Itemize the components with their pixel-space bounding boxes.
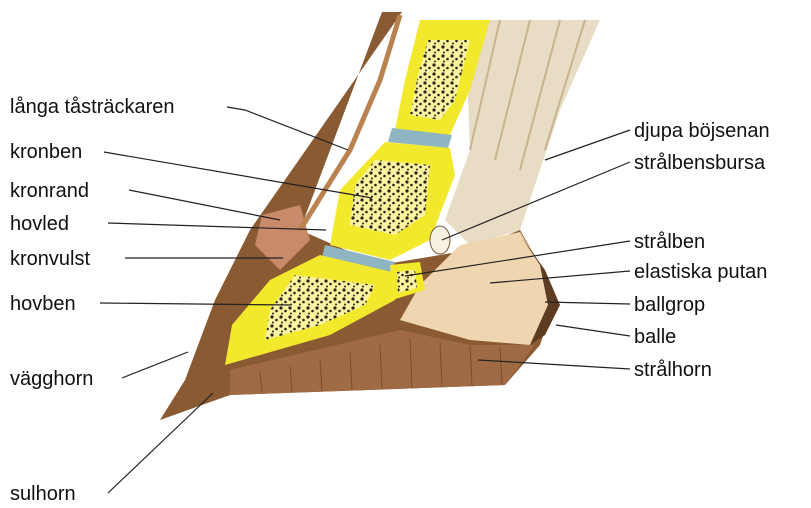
- label-balle: balle: [634, 326, 676, 348]
- label-stralbensbursa: strålbensbursa: [634, 152, 766, 174]
- label-hovled: hovled: [10, 213, 69, 235]
- leader-djupa-bojsenan: [545, 130, 630, 160]
- label-kronvulst: kronvulst: [10, 248, 90, 270]
- leader-vagghorn: [122, 352, 188, 378]
- label-ballgrop: ballgrop: [634, 294, 705, 316]
- label-kronrand: kronrand: [10, 180, 89, 202]
- labels-left: långa tåsträckaren kronben kronrand hovl…: [10, 96, 175, 505]
- leader-kronrand: [129, 190, 280, 220]
- leader-sulhorn: [108, 393, 213, 493]
- hoof-section: [160, 12, 600, 420]
- navicular-bursa: [430, 226, 450, 254]
- leader-balle: [556, 325, 630, 336]
- label-kronben: kronben: [10, 141, 82, 163]
- label-langa-tastrackaren: långa tåsträckaren: [10, 96, 175, 118]
- label-elastiska-putan: elastiska putan: [634, 261, 767, 283]
- label-vagghorn: vägghorn: [10, 368, 93, 390]
- label-stralhorn: strålhorn: [634, 359, 712, 381]
- label-sulhorn: sulhorn: [10, 483, 76, 505]
- labels-right: djupa böjsenan strålbensbursa strålben e…: [634, 120, 770, 381]
- label-stralben: strålben: [634, 231, 705, 253]
- label-hovben: hovben: [10, 293, 76, 315]
- label-djupa-bojsenan: djupa böjsenan: [634, 120, 770, 142]
